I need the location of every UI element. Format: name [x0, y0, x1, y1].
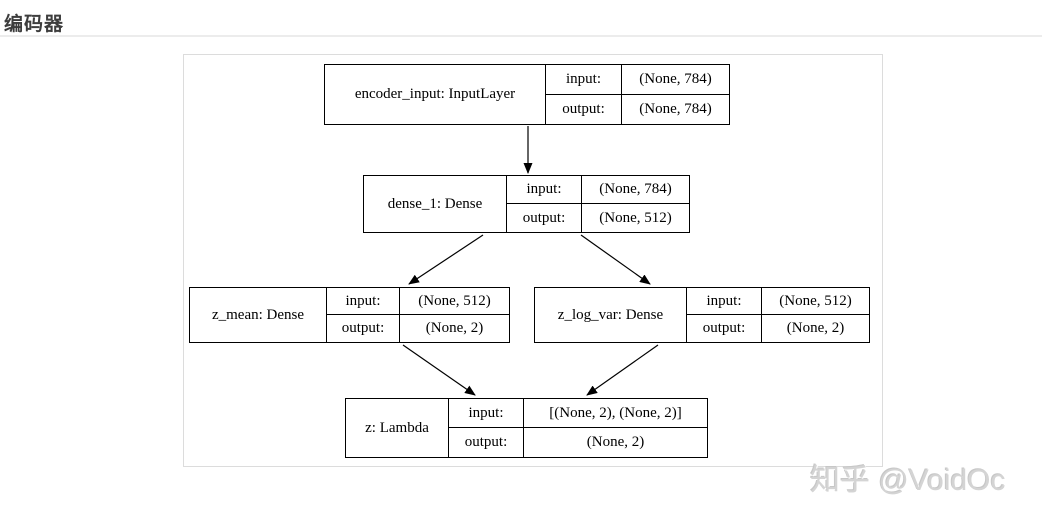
io-label: input:: [448, 399, 523, 428]
layer-name: dense_1: Dense: [387, 195, 483, 212]
page-title: 编码器: [4, 14, 65, 35]
io-label: input:: [506, 176, 581, 204]
io-label: input:: [326, 288, 399, 315]
io-label: output:: [545, 94, 621, 124]
io-shape: (None, 2): [399, 315, 509, 342]
io-shape: (None, 512): [399, 288, 509, 315]
layer-name: z: Lambda: [365, 419, 429, 436]
header-divider: [0, 35, 1042, 37]
node-z-mean: z_mean: Dense input: (None, 512) output:…: [189, 287, 510, 343]
io-label: output:: [506, 204, 581, 232]
io-label: output:: [686, 315, 761, 342]
io-label: input:: [686, 288, 761, 315]
edge-z_log_var-z: [586, 344, 659, 396]
node-z-log-var: z_log_var: Dense input: (None, 512) outp…: [534, 287, 870, 343]
edge-dense_1-z_mean: [408, 234, 484, 285]
io-shape: (None, 784): [621, 65, 729, 95]
node-encoder-input: encoder_input: InputLayer input: (None, …: [324, 64, 730, 125]
io-shape: (None, 784): [581, 176, 689, 204]
io-shape: (None, 512): [581, 204, 689, 232]
io-label: input:: [545, 65, 621, 95]
io-shape: (None, 2): [523, 428, 707, 457]
layer-name: z_mean: Dense: [211, 306, 305, 323]
node-dense-1: dense_1: Dense input: (None, 784) output…: [363, 175, 690, 233]
edge-dense_1-z_log_var: [580, 234, 651, 285]
io-label: output:: [448, 428, 523, 457]
io-shape: (None, 784): [621, 94, 729, 124]
io-shape: (None, 2): [761, 315, 869, 342]
io-shape: (None, 512): [761, 288, 869, 315]
layer-name: z_log_var: Dense: [557, 306, 664, 323]
edge-z_mean-z: [402, 344, 476, 396]
io-shape: [(None, 2), (None, 2)]: [523, 399, 707, 428]
edges-layer: [402, 126, 659, 396]
io-label: output:: [326, 315, 399, 342]
node-z-lambda: z: Lambda input: [(None, 2), (None, 2)] …: [345, 398, 708, 458]
layer-name: encoder_input: InputLayer: [354, 86, 516, 102]
model-diagram-canvas: encoder_input: InputLayer input: (None, …: [183, 54, 883, 467]
zhihu-watermark: 知乎 @VoidOc: [810, 464, 1006, 497]
